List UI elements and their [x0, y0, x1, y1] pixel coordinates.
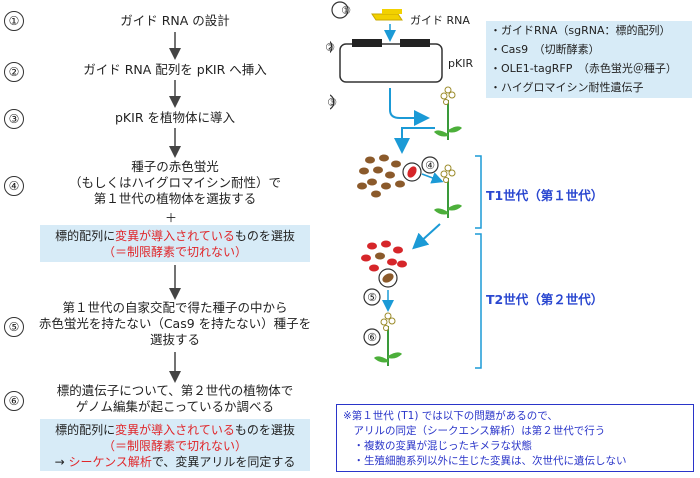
- step-4-text: 種子の赤色蛍光 （もしくはハイグロマイシン耐性）で 第１世代の植物体を選抜する: [68, 159, 281, 206]
- plasmid-label: pKIR: [448, 57, 474, 70]
- diagram-num-4-circle: [421, 156, 439, 174]
- process-diagram: [330, 1, 482, 369]
- plasmid-segment-2: [400, 39, 430, 47]
- step-6-number: ⑥: [4, 391, 24, 411]
- info-guide-rna: ・ガイドRNA（sgRNA：標的配列）: [490, 24, 671, 37]
- flow-arrows: [169, 32, 181, 383]
- step-1-number: ①: [4, 11, 24, 31]
- t1-note-box: ※第１世代 (T1) では以下の問題があるので、 アリルの同定（シークエンス解析…: [336, 404, 694, 472]
- arrow-to-t2-seeds: [412, 223, 441, 250]
- step-3-text: pKIR を植物体に導入: [115, 110, 235, 125]
- guide-rna-label: ガイド RNA: [410, 14, 470, 27]
- info-cas9: ・Cas9 （切断酵素）: [490, 43, 600, 56]
- t2-bracket: [475, 233, 482, 369]
- t2-seed-cluster: [361, 240, 407, 272]
- diagram-num-2-circle: [330, 40, 333, 54]
- t1-seed-cluster: [357, 154, 405, 198]
- diagram-num-3: ③: [327, 96, 337, 109]
- step-2-text: ガイド RNA 配列を pKIR へ挿入: [83, 62, 267, 77]
- t1-plant: [433, 164, 463, 219]
- diagram-num-1: ①: [341, 4, 351, 17]
- step-5-number: ⑤: [4, 317, 24, 337]
- step-2-number: ②: [4, 62, 24, 82]
- diagram-num-2: ②: [325, 41, 335, 54]
- guide-rna-shape: [371, 13, 403, 21]
- guide-rna-tab: [382, 9, 402, 14]
- arrow-to-t1-seeds: [394, 127, 435, 154]
- t1-bracket: [475, 155, 482, 229]
- diagram-num-4: ④: [425, 159, 435, 172]
- info-hygromycin: ・ハイグロマイシン耐性遺伝子: [490, 81, 644, 94]
- arrow-to-t1-plant: [421, 172, 444, 184]
- diagram-num-3-circle: [330, 94, 335, 110]
- step-4-number: ④: [4, 176, 24, 196]
- step-3-number: ③: [4, 109, 24, 129]
- t2-generation-label: T2世代（第２世代）: [486, 292, 604, 307]
- plasmid-pkir: [339, 43, 443, 83]
- pkir-components-box: ・ガイドRNA（sgRNA：標的配列） ・Cas9 （切断酵素） ・OLE1-t…: [486, 21, 692, 98]
- step-5-text: 第１世代の自家交配で得た種子の中から 赤色蛍光を持たない（Cas9 を持たない）…: [38, 300, 312, 347]
- select-mutation-box: 標的配列に変異が導入されているものを選抜 （＝制限酵素で切れない）: [40, 225, 310, 262]
- step-6-text: 標的遺伝子について、第２世代の植物体で ゲノム編集が起こっているか調べる: [56, 383, 294, 414]
- diagram-num-5-circle: [363, 288, 381, 306]
- info-ole1: ・OLE1-tagRFP （赤色蛍光＠種子）: [490, 62, 677, 75]
- diagram-num-6: ⑥: [367, 331, 377, 344]
- t2-brown-seed: [382, 273, 394, 283]
- plus-sign: ＋: [165, 211, 178, 225]
- arrow-transform: [389, 88, 430, 126]
- diagram-num-5: ⑤: [367, 291, 377, 304]
- step-1-text: ガイド RNA の設計: [120, 13, 230, 28]
- diagram-num-6-circle: [363, 328, 381, 346]
- t1-red-seed: [407, 166, 417, 178]
- diagram-num-1-circle: [331, 1, 349, 19]
- sequence-analysis-box: 標的配列に変異が導入されているものを選抜 （＝制限酵素で切れない） → シーケン…: [40, 419, 310, 471]
- t1-generation-label: T1世代（第１世代）: [486, 188, 604, 203]
- t0-plant: [433, 86, 463, 141]
- plasmid-segment-1: [352, 39, 382, 47]
